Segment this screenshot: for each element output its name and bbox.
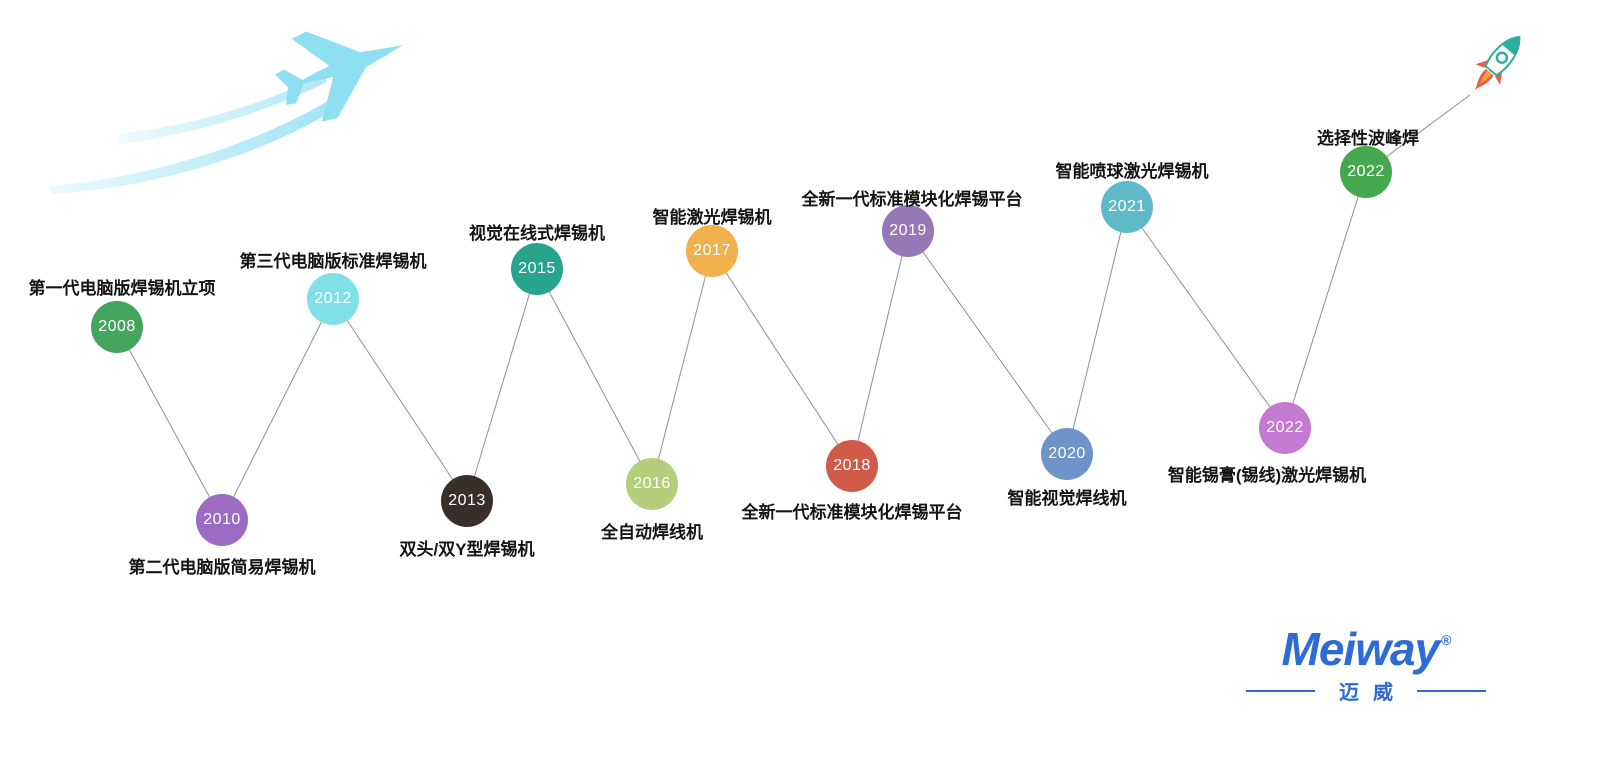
timeline-year: 2016: [633, 475, 671, 492]
timeline-year: 2015: [518, 260, 556, 277]
timeline-label-2022-b: 选择性波峰焊: [1317, 129, 1419, 148]
brand-logo: Meiway® 迈威: [1246, 626, 1486, 705]
timeline-node-2019: 2019: [882, 205, 934, 257]
timeline-label-2015: 视觉在线式焊锡机: [469, 224, 605, 243]
timeline-path: [116, 94, 1471, 522]
timeline-node-2016: 2016: [626, 458, 678, 510]
timeline-node-2020: 2020: [1041, 428, 1093, 480]
timeline-year: 2010: [203, 511, 241, 528]
timeline-label-2022-a: 智能锡膏(锡线)激光焊锡机: [1167, 466, 1367, 485]
timeline-label-2020: 智能视觉焊线机: [1007, 489, 1127, 508]
timeline-node-2018: 2018: [826, 440, 878, 492]
timeline-year: 2021: [1108, 198, 1146, 215]
timeline-year: 2018: [833, 457, 871, 474]
timeline-label-2010: 第二代电脑版简易焊锡机: [128, 558, 316, 577]
timeline-node-2022-a: 2022: [1259, 402, 1311, 454]
registered-trademark-icon: ®: [1441, 632, 1451, 648]
timeline-year: 2017: [693, 242, 731, 259]
logo-wordmark: Meiway®: [1246, 626, 1486, 672]
timeline-label-2021: 智能喷球激光焊锡机: [1055, 162, 1209, 181]
timeline-year: 2022: [1347, 163, 1385, 180]
timeline-year: 2008: [98, 318, 136, 335]
logo-brand-text: Meiway: [1281, 623, 1441, 675]
timeline-label-2018: 全新一代标准模块化焊锡平台: [741, 503, 963, 522]
timeline-year: 2013: [448, 492, 486, 509]
timeline-node-2021: 2021: [1101, 181, 1153, 233]
timeline-year: 2012: [314, 290, 352, 307]
timeline-label-2017: 智能激光焊锡机: [652, 208, 772, 227]
logo-rule-left: [1246, 689, 1315, 692]
timeline-label-2016: 全自动焊线机: [601, 523, 703, 542]
timeline-label-2013: 双头/双Y型焊锡机: [399, 540, 535, 559]
timeline-year: 2020: [1048, 445, 1086, 462]
logo-rule-right: [1417, 689, 1486, 692]
timeline-node-2012: 2012: [307, 273, 359, 325]
timeline-node-2015: 2015: [511, 243, 563, 295]
timeline-label-2008: 第一代电脑版焊锡机立项: [28, 279, 216, 298]
timeline-node-2008: 2008: [91, 301, 143, 353]
timeline-year: 2019: [889, 222, 927, 239]
timeline-label-2012: 第三代电脑版标准焊锡机: [239, 252, 427, 271]
timeline-node-2017: 2017: [686, 225, 738, 277]
timeline-label-2019: 全新一代标准模块化焊锡平台: [801, 190, 1023, 209]
timeline-year: 2022: [1266, 419, 1304, 436]
logo-chinese-row: 迈威: [1246, 676, 1486, 705]
airplane-icon: [50, 31, 403, 194]
timeline-node-2010: 2010: [196, 494, 248, 546]
timeline-node-2022-b: 2022: [1340, 146, 1392, 198]
logo-chinese-text: 迈威: [1339, 682, 1407, 704]
rocket-icon: [1474, 35, 1521, 91]
timeline-node-2013: 2013: [441, 475, 493, 527]
